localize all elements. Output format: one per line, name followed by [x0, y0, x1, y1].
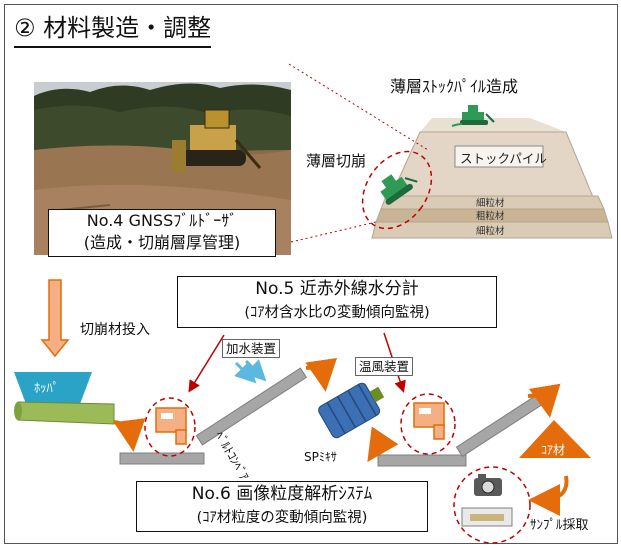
hopper-label: ﾎｯﾊﾟ: [34, 380, 60, 395]
nir-moisture-box: No.5 近赤外線水分計 (ｺｱ材含水比の変動傾向監視): [177, 276, 497, 328]
flow-arrow: [527, 383, 561, 418]
nir-box-line1: No.5 近赤外線水分計: [255, 279, 419, 299]
image-box-line1: No.6 画像粒度解析ｼｽﾃﾑ: [191, 484, 373, 504]
nir-box-line2: (ｺｱ材含水比の変動傾向監視): [244, 305, 430, 321]
hot-air-device-label: 温風装置: [355, 357, 414, 376]
stockpile-diagram: [361, 105, 613, 239]
bulldozer-icon: [451, 105, 495, 127]
flow-arrow: [528, 475, 569, 516]
sample-label: ｻﾝﾌﾟﾙ採取: [530, 518, 589, 533]
core-pile: [519, 420, 591, 458]
sensor-icon: [400, 393, 456, 455]
mixer-label: SPﾐｷｻ: [304, 450, 337, 464]
flow-arrow: [305, 357, 337, 392]
water-spray-icon: [234, 361, 257, 384]
mixer-icon: [318, 382, 385, 439]
sensor-icon: [144, 397, 196, 457]
stockpile-heading: 薄層ｽﾄｯｸﾊﾟｲﾙ造成: [390, 77, 519, 96]
flow-arrow: [113, 418, 146, 452]
bulldozer-label-box: No.4 GNSSﾌﾞﾙﾄﾞｰｻﾞ (造成・切崩層厚管理): [48, 209, 276, 257]
conveyor: [119, 452, 205, 465]
bulldozer-icon: [380, 174, 418, 205]
flow-arrow: [367, 426, 399, 462]
link-arrow: [188, 334, 225, 393]
conveyor: [377, 454, 467, 467]
feed-label: 切崩材投入: [80, 322, 150, 338]
layer-label: 細粒材: [476, 198, 505, 209]
core-label: ｺｱ材: [541, 443, 566, 457]
conveyor: [195, 367, 308, 446]
water-device-label: 加水装置: [222, 339, 281, 358]
cut-label: 薄層切崩: [306, 152, 367, 170]
slide-title: ② 材料製造・調整: [14, 12, 212, 48]
image-analysis-box: No.6 画像粒度解析ｼｽﾃﾑ (ｺｱ材粒度の変動傾向監視): [136, 481, 428, 532]
bulldozer-box-line1: No.4 GNSSﾌﾞﾙﾄﾞｰｻﾞ: [86, 211, 238, 230]
layer-label: 粗粒材: [476, 211, 505, 222]
hopper-icon: [14, 372, 115, 425]
layer-label: 細粒材: [476, 226, 505, 237]
link-line: [290, 221, 377, 243]
bulldozer-box-line2: (造成・切崩層厚管理): [83, 233, 241, 252]
link-line: [288, 63, 429, 151]
image-box-line2: (ｺｱ材粒度の変動傾向監視): [196, 510, 368, 526]
feed-arrow: [40, 279, 70, 358]
stockpile-label: ストックパイル: [460, 151, 547, 166]
water-spray-icon: [244, 359, 267, 382]
camera-icon: [453, 466, 531, 544]
